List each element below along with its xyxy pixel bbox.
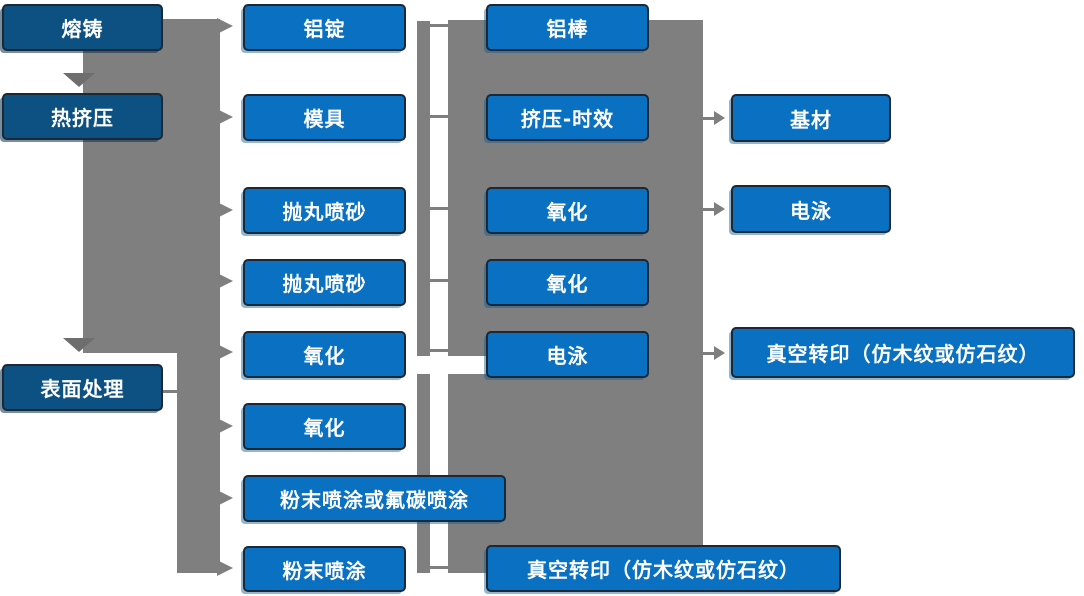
- node-powder-or-fluorocarbon-coating: 粉末喷涂或氟碳喷涂: [243, 475, 506, 522]
- arrow-down-icon: [63, 338, 95, 352]
- arrow-right-icon: [217, 560, 233, 576]
- arrow-right-icon: [217, 490, 233, 506]
- surface-treatment-flow-band: [177, 350, 220, 573]
- node-melting-casting: 熔铸: [2, 4, 163, 51]
- node-hot-extrusion: 热挤压: [2, 93, 163, 140]
- node-vacuum-transfer-printing-2: 真空转印（仿木纹或仿石纹）: [731, 327, 1075, 378]
- bus-stub-line: [430, 566, 449, 569]
- node-extrusion-aging: 挤压-时效: [486, 94, 649, 141]
- node-aluminum-rod: 铝棒: [486, 4, 649, 51]
- arrow-right-icon: [217, 344, 233, 360]
- node-electrophoresis-1: 电泳: [486, 331, 649, 378]
- bus-stub-line: [430, 349, 449, 352]
- node-oxidation-3: 氧化: [486, 187, 649, 234]
- node-mold: 模具: [243, 94, 406, 141]
- bus-stub-line: [430, 115, 449, 118]
- node-electrophoresis-2: 电泳: [731, 185, 891, 233]
- node-shot-blast-sandblast-2: 抛丸喷砂: [243, 259, 406, 306]
- column4-arrow-shaft: [703, 208, 715, 211]
- arrow-right-icon: [217, 109, 233, 125]
- node-aluminum-ingot: 铝锭: [243, 4, 406, 51]
- bus-stub-line: [430, 24, 449, 27]
- arrow-right-icon: [217, 202, 233, 218]
- node-oxidation-4: 氧化: [486, 259, 649, 306]
- arrow-right-icon: [217, 418, 233, 434]
- bus-stub-line: [430, 279, 449, 282]
- column4-arrow-shaft: [703, 117, 715, 120]
- arrow-right-icon: [217, 273, 233, 289]
- arrow-right-icon: [217, 18, 233, 34]
- bus-bar-lower: [417, 374, 430, 573]
- arrow-right-icon: [714, 111, 725, 125]
- node-vacuum-transfer-printing-1: 真空转印（仿木纹或仿石纹）: [486, 545, 841, 592]
- node-shot-blast-sandblast-1: 抛丸喷砂: [243, 187, 406, 234]
- node-base-material: 基材: [731, 94, 891, 142]
- surface-treatment-connector-line: [163, 390, 179, 393]
- node-powder-coating: 粉末喷涂: [243, 546, 406, 592]
- arrow-right-icon: [714, 346, 725, 360]
- node-oxidation-1: 氧化: [243, 331, 406, 378]
- column4-arrow-shaft: [703, 352, 715, 355]
- backdrop-notch: [448, 356, 487, 374]
- node-oxidation-2: 氧化: [243, 403, 406, 450]
- bus-bar-upper: [417, 21, 430, 356]
- node-surface-treatment: 表面处理: [2, 364, 163, 411]
- bus-stub-line: [430, 207, 449, 210]
- arrow-down-icon: [63, 73, 95, 87]
- main-flow-band: [83, 19, 220, 353]
- arrow-right-icon: [714, 202, 725, 216]
